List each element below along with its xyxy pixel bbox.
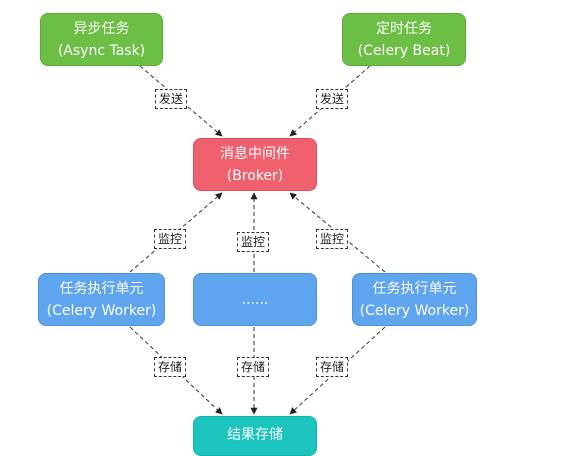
node-result-store-title: 结果存储: [227, 427, 283, 443]
node-result-store: 结果存储: [193, 416, 317, 456]
node-celery-beat-title: 定时任务: [376, 20, 432, 37]
node-worker-left-title: 任务执行单元: [59, 280, 144, 297]
node-broker-title: 消息中间件: [220, 145, 290, 162]
node-async-task-subtitle: (Async Task): [57, 42, 146, 59]
edge-label-monitor-right: 监控: [316, 229, 349, 249]
node-celery-beat: 定时任务 (Celery Beat): [342, 13, 466, 66]
node-worker-left: 任务执行单元 (Celery Worker): [38, 273, 165, 326]
node-worker-left-subtitle: (Celery Worker): [46, 302, 157, 319]
edge-label-monitor-left: 监控: [154, 229, 187, 249]
node-worker-right-title: 任务执行单元: [372, 280, 457, 297]
node-async-task: 异步任务 (Async Task): [40, 13, 163, 66]
edge-label-send-left: 发送: [155, 89, 188, 109]
edge-label-store-left: 存储: [154, 357, 187, 377]
node-worker-middle-title: ......: [241, 291, 269, 308]
arrow-async-to-broker: [139, 65, 223, 137]
node-celery-beat-subtitle: (Celery Beat): [357, 42, 451, 59]
node-worker-right: 任务执行单元 (Celery Worker): [352, 273, 477, 326]
edge-label-monitor-middle: 监控: [237, 232, 270, 252]
node-worker-middle: ......: [193, 273, 317, 326]
node-worker-right-subtitle: (Celery Worker): [359, 302, 470, 319]
arrow-beat-to-broker: [289, 65, 371, 137]
node-broker: 消息中间件 (Broker): [193, 138, 317, 191]
edge-label-send-right: 发送: [316, 89, 349, 109]
node-broker-subtitle: (Broker): [226, 167, 284, 184]
edge-label-store-middle: 存储: [237, 357, 270, 377]
arrow-worker-left-to-broker: [129, 192, 223, 273]
edge-label-store-right: 存储: [316, 357, 349, 377]
node-async-task-title: 异步任务: [73, 20, 130, 37]
connector-layer: [129, 65, 386, 415]
